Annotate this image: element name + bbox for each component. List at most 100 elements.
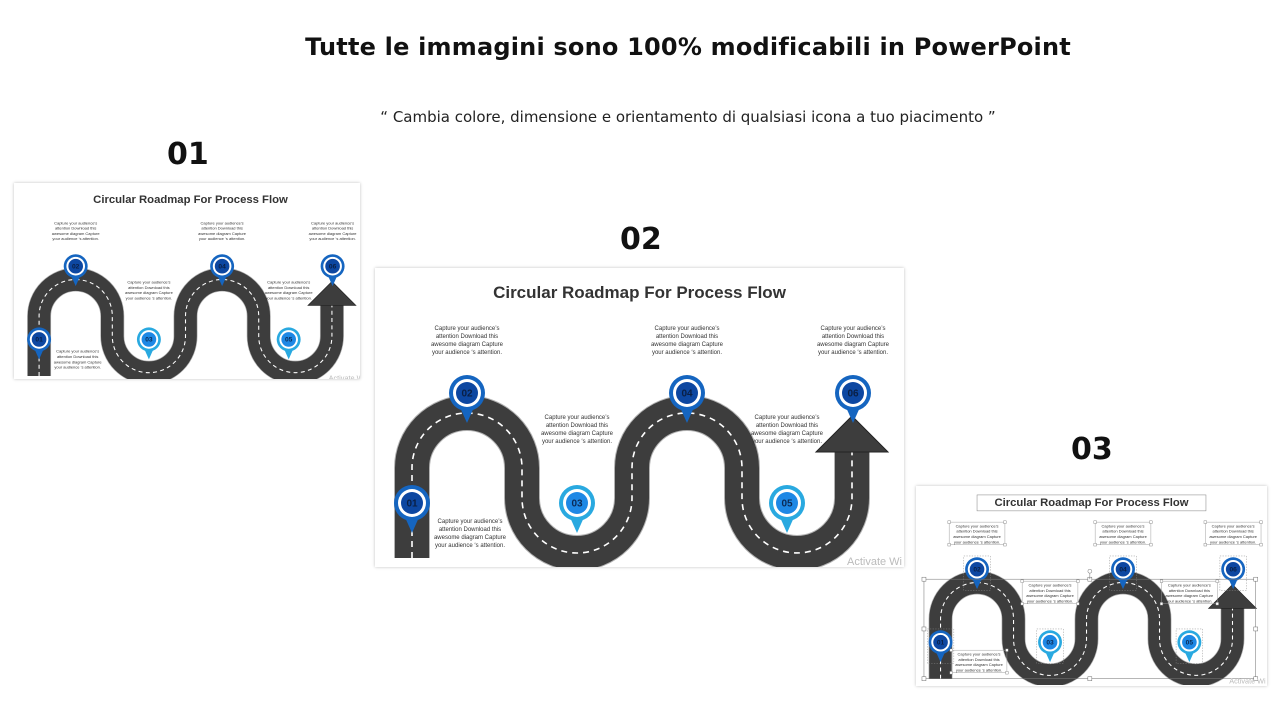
svg-text:attention Download this: attention Download this [656,334,718,340]
svg-text:your audience ‘s attention.: your audience ‘s attention. [435,543,505,549]
svg-text:01: 01 [35,337,43,344]
activation-watermark: Activate Wi [1229,676,1266,685]
svg-text:05: 05 [781,499,793,510]
svg-text:02: 02 [973,567,981,574]
svg-text:your audience ‘s attention.: your audience ‘s attention. [52,236,99,241]
svg-text:attention Download this: attention Download this [436,334,498,340]
svg-text:attention Download this: attention Download this [1102,529,1143,534]
svg-text:attention Download this: attention Download this [1213,529,1254,534]
marker-pin-02: 02 [449,375,485,423]
svg-text:awesome diagram Capture: awesome diagram Capture [1166,593,1214,598]
road-arrow-head [307,281,357,306]
slide-title: Circular Roadmap For Process Flow [493,283,787,302]
svg-text:attention Download this: attention Download this [55,226,96,231]
svg-text:05: 05 [285,337,293,344]
selection-box[interactable] [976,494,1207,512]
svg-text:awesome diagram Capture: awesome diagram Capture [125,290,174,295]
svg-text:awesome diagram Capture: awesome diagram Capture [1099,534,1147,539]
page-title: Tutte le immagini sono 100% modificabili… [305,33,1071,61]
road-center-dashes [940,582,1234,679]
svg-text:01: 01 [406,499,418,510]
marker-pin-01[interactable]: 01 [927,628,955,664]
svg-text:awesome diagram Capture: awesome diagram Capture [651,342,724,348]
svg-text:your audience ‘s attention.: your audience ‘s attention. [542,439,612,445]
marker-pin-06: 06 [320,254,345,287]
slide-title: Circular Roadmap For Process Flow [994,497,1188,509]
marker-pin-02[interactable]: 02 [963,555,991,591]
svg-text:Capture your audience’s: Capture your audience’s [755,415,820,421]
svg-text:Capture your audience’s: Capture your audience’s [201,220,244,225]
roadmap-diagram: Circular Roadmap For Process FlowCapture… [394,283,902,567]
marker-pin-06: 06 [835,375,871,423]
marker-pin-06[interactable]: 06 [1219,555,1247,591]
svg-text:your audience ‘s attention.: your audience ‘s attention. [652,350,722,356]
marker-pin-04: 04 [210,254,235,287]
svg-text:your audience ‘s attention.: your audience ‘s attention. [309,236,356,241]
svg-text:02: 02 [461,389,473,400]
marker-pin-03[interactable]: 03 [1036,628,1064,664]
slide-number-2: 02 [620,222,662,257]
svg-text:awesome diagram Capture: awesome diagram Capture [434,535,507,541]
marker-pin-05[interactable]: 05 [1175,628,1203,664]
svg-text:Capture your audience’s: Capture your audience’s [127,279,170,284]
svg-text:awesome diagram Capture: awesome diagram Capture [953,534,1001,539]
svg-text:awesome diagram Capture: awesome diagram Capture [817,342,890,348]
marker-pin-01: 01 [394,485,430,533]
marker-pin-05: 05 [769,485,805,533]
svg-text:awesome diagram Capture: awesome diagram Capture [751,431,824,437]
svg-text:Capture your audience’s: Capture your audience’s [956,523,999,528]
marker-pin-04: 04 [669,375,705,423]
activation-watermark: Activate Wi [847,556,902,567]
marker-pin-02: 02 [63,254,88,287]
group-selection-frame[interactable] [921,569,1258,681]
svg-text:Capture your audience’s: Capture your audience’s [655,326,720,332]
svg-text:attention Download this: attention Download this [128,285,169,290]
svg-text:awesome diagram Capture: awesome diagram Capture [309,231,358,236]
svg-text:Capture your audience’s: Capture your audience’s [1168,582,1211,587]
svg-text:awesome diagram Capture: awesome diagram Capture [955,662,1003,667]
road-arrow-head [814,415,890,453]
svg-text:attention Download this: attention Download this [201,226,242,231]
marker-pin-03: 03 [136,327,161,360]
svg-text:06: 06 [329,264,337,271]
svg-text:attention Download this: attention Download this [956,529,997,534]
marker-pin-05: 05 [276,327,301,360]
caption-text-1: Capture your audience’s attention Downloa… [434,519,507,549]
svg-text:04: 04 [681,389,693,400]
svg-text:your audience ‘s attention.: your audience ‘s attention. [1100,539,1146,544]
svg-text:Capture your audience’s: Capture your audience’s [1102,523,1145,528]
svg-text:Capture your audience’s: Capture your audience’s [438,519,503,525]
slide-number-1: 01 [167,137,209,172]
svg-text:your audience ‘s attention.: your audience ‘s attention. [954,539,1000,544]
svg-text:Capture your audience’s: Capture your audience’s [267,279,310,284]
svg-text:Capture your audience’s: Capture your audience’s [1212,523,1255,528]
marker-pin-03: 03 [559,485,595,533]
svg-text:your audience ‘s attention.: your audience ‘s attention. [1027,598,1073,603]
svg-text:awesome diagram Capture: awesome diagram Capture [431,342,504,348]
svg-text:06: 06 [847,389,859,400]
svg-text:Capture your audience’s: Capture your audience’s [311,220,354,225]
svg-text:attention Download this: attention Download this [312,226,353,231]
svg-text:attention Download this: attention Download this [439,527,501,533]
svg-text:your audience ‘s attention.: your audience ‘s attention. [752,439,822,445]
road-arrow-head [1207,584,1258,609]
svg-text:awesome diagram Capture: awesome diagram Capture [198,231,247,236]
svg-text:awesome diagram Capture: awesome diagram Capture [54,359,103,364]
svg-text:Capture your audience’s: Capture your audience’s [545,415,610,421]
svg-text:03: 03 [145,337,153,344]
